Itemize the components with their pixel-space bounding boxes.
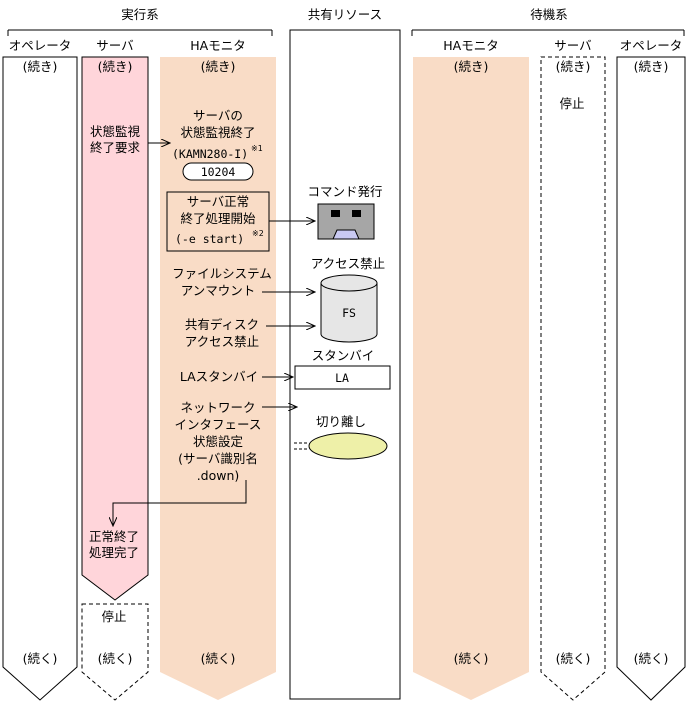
message-code-box [182, 162, 254, 181]
group-header-standby: 待機系 [411, 7, 685, 36]
network-setting-label: ネットワーク [180, 400, 255, 415]
normal-termination-start-label: 終了処理開始 [180, 211, 256, 226]
continued-label: (続き) [634, 59, 669, 74]
la-box [294, 365, 391, 390]
unmount-label: アンマウント [181, 283, 256, 298]
footnote-2-mark: ※2 [252, 229, 264, 238]
standby-label: スタンバイ [312, 348, 375, 363]
column-header-active-ha-monitor: HAモニタ [190, 38, 245, 53]
status-monitor-end-label: サーバの [193, 108, 243, 123]
column-header-standby-server: サーバ [554, 38, 591, 53]
lane-active-ha-monitor [160, 57, 276, 700]
network-setting-label: .down) [197, 468, 240, 483]
completion-label: 正常終了 [89, 529, 139, 544]
message-id-label: (KAMN280-I) [172, 147, 248, 161]
fs-lock-label: アクセス禁止 [311, 256, 385, 271]
continued-label: (続き) [201, 59, 236, 74]
svg-text:待機系: 待機系 [530, 7, 568, 22]
separation-label: 切り離し [316, 414, 366, 429]
command-device-icon [317, 203, 375, 240]
network-setting-label: インタフェース [175, 417, 262, 432]
stopped-label-active-server: 停止 [101, 609, 126, 624]
network-setting-label: (サーバ識別名 [178, 451, 258, 466]
continues-label: (続く) [556, 651, 591, 666]
footnote-1-mark: ※1 [251, 144, 263, 153]
continued-label: (続き) [23, 59, 58, 74]
svg-text:実行系: 実行系 [121, 7, 159, 22]
continues-label: (続く) [634, 651, 669, 666]
completion-return-arrow [113, 480, 247, 526]
la-label: LA [335, 371, 349, 385]
shared-resource-column [289, 29, 401, 700]
continues-label: (続く) [454, 651, 489, 666]
continues-label: (続く) [98, 651, 133, 666]
stopped-label-standby-server: 停止 [559, 96, 584, 111]
group-header-shared: 共有リソース [308, 7, 382, 22]
separated-network-icon [308, 432, 388, 460]
disk-lock-label: 共有ディスク [185, 317, 259, 332]
column-header-standby-operator: オペレータ [620, 38, 683, 53]
termination-option-label: (-e start) [175, 232, 244, 246]
normal-termination-start-label: サーバ正常 [187, 194, 249, 209]
lane-standby-server [540, 56, 606, 701]
continued-label: (続き) [98, 59, 133, 74]
continued-label: (続き) [454, 59, 489, 74]
status-monitor-request-label: 終了要求 [90, 140, 141, 155]
column-header-active-server: サーバ [96, 38, 133, 53]
fs-label: FS [342, 306, 356, 320]
continued-label: (続き) [556, 59, 591, 74]
filesystem-volume-icon [320, 274, 378, 343]
status-monitor-request-label: 状態監視 [90, 124, 141, 139]
group-header-active: 実行系 [7, 7, 273, 36]
column-header-active-operator: オペレータ [9, 38, 72, 53]
disk-lock-label: アクセス禁止 [185, 334, 259, 349]
svg-text:共有リソース: 共有リソース [308, 7, 382, 22]
continues-label: (続く) [23, 651, 58, 666]
lane-active-operator [2, 56, 78, 701]
completion-label: 処理完了 [89, 545, 139, 560]
continues-label: (続く) [201, 651, 236, 666]
unmount-label: ファイルシステム [172, 266, 272, 281]
network-connector-icon [294, 442, 307, 450]
message-code-label: 10204 [201, 165, 236, 179]
lane-standby-ha-monitor [413, 57, 529, 700]
status-monitor-end-label: 状態監視終了 [180, 125, 255, 140]
lane-active-server [81, 56, 149, 601]
lane-active-server-stopped [81, 603, 149, 701]
network-setting-label: 状態設定 [193, 434, 243, 449]
la-standby-label: LAスタンバイ [180, 369, 258, 384]
column-header-standby-ha-monitor: HAモニタ [443, 38, 498, 53]
command-issue-label: コマンド発行 [307, 184, 382, 199]
lane-standby-operator [616, 56, 686, 701]
